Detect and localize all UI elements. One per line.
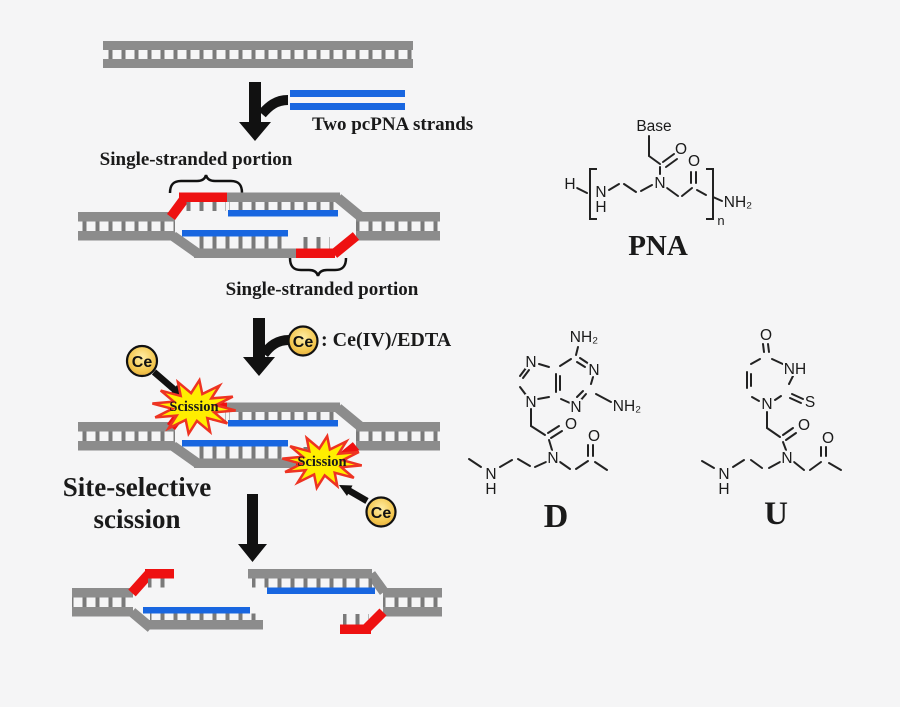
scission-starburst-upper bbox=[152, 376, 236, 438]
ce-badge-legend: Ce bbox=[287, 325, 319, 357]
ce-badge-upper-label: Ce bbox=[132, 354, 153, 371]
svg-text:N: N bbox=[485, 466, 496, 483]
svg-text:O: O bbox=[588, 428, 600, 445]
svg-text:H: H bbox=[595, 199, 606, 216]
svg-text:NH: NH bbox=[784, 361, 806, 378]
chem-structure-d: NH₂ N NH₂ N N N O N N H O bbox=[468, 327, 643, 500]
scission-label-upper: Scission bbox=[169, 399, 219, 415]
svg-text:N: N bbox=[547, 450, 558, 467]
svg-text:O: O bbox=[688, 153, 700, 170]
svg-text:N: N bbox=[588, 362, 599, 379]
ce-badge-legend-label: Ce bbox=[293, 334, 314, 351]
arrow-add-ce bbox=[243, 318, 290, 376]
svg-text:N: N bbox=[525, 394, 536, 411]
svg-text:O: O bbox=[760, 327, 772, 344]
svg-text:O: O bbox=[822, 430, 834, 447]
ce-attack-upper: Ce bbox=[125, 344, 184, 398]
site-selective-line1: Site-selective bbox=[62, 472, 212, 502]
chem-structure-u: O NH S N O N N H O bbox=[701, 325, 842, 500]
svg-text:N: N bbox=[718, 466, 729, 483]
site-selective-line2: scission bbox=[93, 504, 181, 535]
svg-text:H: H bbox=[564, 176, 575, 193]
svg-text:O: O bbox=[565, 416, 577, 433]
pna-base-label: Base bbox=[636, 118, 671, 135]
svg-text:N: N bbox=[525, 354, 536, 371]
ce-legend-text: : Ce(IV)/EDTA bbox=[321, 329, 452, 351]
chem-structure-pna: Base H N H N O O NH₂ n bbox=[562, 116, 754, 230]
svg-text:N: N bbox=[595, 184, 606, 201]
svg-text:S: S bbox=[805, 394, 815, 411]
dna-duplex-intact bbox=[103, 41, 413, 68]
scission-starburst-lower bbox=[281, 432, 363, 492]
two-pcpna-label: Two pcPNA strands bbox=[312, 114, 474, 135]
svg-text:N: N bbox=[570, 399, 581, 416]
invasion-complex bbox=[78, 192, 440, 258]
pcpna-strand-pair bbox=[290, 90, 405, 110]
svg-text:NH₂: NH₂ bbox=[724, 194, 752, 211]
ss-portion-top-label: Single-stranded portion bbox=[99, 149, 293, 170]
svg-text:NH₂: NH₂ bbox=[570, 329, 598, 346]
arrow-to-products bbox=[238, 494, 267, 562]
svg-text:O: O bbox=[798, 417, 810, 434]
svg-text:N: N bbox=[654, 175, 665, 192]
brace-bottom bbox=[288, 257, 348, 277]
brace-top bbox=[168, 174, 244, 194]
ss-portion-bottom-label: Single-stranded portion bbox=[225, 279, 419, 300]
ce-badge-lower-label: Ce bbox=[371, 505, 392, 522]
svg-text:N: N bbox=[761, 396, 772, 413]
svg-text:H: H bbox=[485, 481, 496, 498]
product-fragment-left bbox=[72, 569, 263, 632]
scission-complex bbox=[78, 376, 440, 492]
arrow-add-pcpna bbox=[239, 82, 289, 141]
site-selective-scission-label: Site-selective scission bbox=[28, 471, 246, 536]
ce-attack-lower: Ce bbox=[339, 485, 397, 528]
scission-label-lower: Scission bbox=[297, 454, 347, 470]
u-title: U bbox=[764, 496, 788, 532]
svg-text:H: H bbox=[718, 481, 729, 498]
product-fragment-right bbox=[248, 569, 442, 634]
svg-text:O: O bbox=[675, 141, 687, 158]
svg-text:N: N bbox=[781, 450, 792, 467]
svg-text:NH₂: NH₂ bbox=[613, 398, 641, 415]
pna-title: PNA bbox=[628, 230, 688, 262]
d-title: D bbox=[543, 498, 569, 535]
pna-repeat-n: n bbox=[717, 213, 724, 228]
